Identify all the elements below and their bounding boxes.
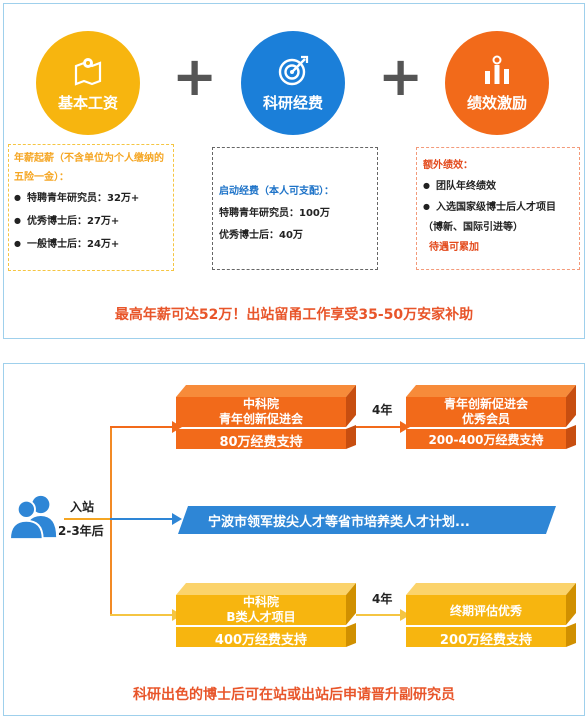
funding-title: 科研经费	[262, 93, 323, 112]
arrow-head	[400, 421, 410, 433]
entry-sub: 2-3年后	[58, 524, 104, 538]
plus-sign: +	[378, 45, 424, 108]
lower-years: 4年	[372, 592, 393, 606]
bonus-tail: 待遇可累加	[429, 242, 479, 253]
connector-line	[64, 518, 112, 520]
arrow-head	[172, 513, 182, 525]
lower-right-title: 终期评估优秀	[449, 604, 522, 618]
funding-circle: 科研经费	[241, 31, 345, 135]
connector-line	[110, 426, 112, 616]
bonus-item: 入选国家级博士后人才项目（博新、国际引进等）	[423, 197, 573, 238]
entry-label: 入站	[70, 500, 95, 514]
funding-heading: 启动经费（本人可支配）：	[219, 186, 334, 197]
lower-right-bar: 200万经费支持	[439, 633, 533, 648]
bar-chart-icon	[485, 55, 509, 84]
bonus-box: 额外绩效： 团队年终绩效 入选国家级博士后人才项目（博新、国际引进等） 待遇可累…	[416, 147, 580, 270]
top-headline: 最高年薪可达52万！出站留甬工作享受35-50万安家补助	[114, 307, 474, 323]
award-block	[406, 583, 576, 647]
middle-ribbon-text: 宁波市领军拔尖人才等省市培养类人才计划...	[208, 514, 470, 530]
bonus-circle: 绩效激励	[445, 31, 549, 135]
upper-left-sub: 青年创新促进会	[218, 412, 303, 426]
connector-line	[110, 426, 178, 428]
salary-item: 特聘青年研究员：32万+	[14, 187, 168, 210]
bonus-heading: 额外绩效：	[423, 160, 473, 171]
salary-title: 基本工资	[57, 93, 118, 112]
arrow-head	[400, 609, 410, 621]
salary-item: 一般博士后：24万+	[14, 233, 168, 256]
lower-left-bar: 400万经费支持	[214, 633, 308, 648]
upper-years: 4年	[372, 403, 393, 417]
bottom-footer: 科研出色的博士后可在站或出站后申请晋升副研究员	[133, 687, 455, 703]
map-icon	[74, 57, 102, 86]
funding-box: 启动经费（本人可支配）： 特聘青年研究员：100万 优秀博士后：40万	[212, 147, 378, 270]
upper-left-bar: 80万经费支持	[219, 435, 303, 450]
funding-line: 特聘青年研究员：100万	[219, 208, 330, 219]
upper-left-title: 中科院	[242, 397, 279, 411]
award-block	[176, 385, 356, 449]
salary-item: 优秀博士后：27万+	[14, 210, 168, 233]
people-icon	[9, 495, 57, 541]
plus-sign: +	[172, 45, 218, 108]
upper-right-sub: 优秀会员	[461, 412, 510, 426]
upper-right-bar: 200-400万经费支持	[428, 433, 544, 447]
award-block	[406, 385, 576, 449]
connector-line	[110, 518, 178, 520]
bonus-title: 绩效激励	[466, 93, 527, 112]
bonus-item: 团队年终绩效	[423, 176, 573, 197]
connector-line	[356, 614, 406, 616]
award-block	[176, 583, 356, 647]
salary-box: 年薪起薪（不含单位为个人缴纳的五险一金）： 特聘青年研究员：32万+ 优秀博士后…	[8, 144, 174, 271]
salary-heading: 年薪起薪（不含单位为个人缴纳的五险一金）：	[14, 153, 164, 183]
middle-ribbon: 宁波市领军拔尖人才等省市培养类人才计划...	[178, 506, 556, 534]
salary-circle: 基本工资	[36, 31, 140, 135]
lower-left-title: 中科院	[242, 595, 279, 609]
upper-right-title: 青年创新促进会	[443, 397, 528, 411]
connector-line	[110, 614, 178, 616]
funding-line: 优秀博士后：40万	[219, 230, 303, 241]
connector-line	[356, 426, 406, 428]
target-icon	[278, 55, 309, 85]
lower-left-sub: B类人才项目	[226, 610, 296, 624]
